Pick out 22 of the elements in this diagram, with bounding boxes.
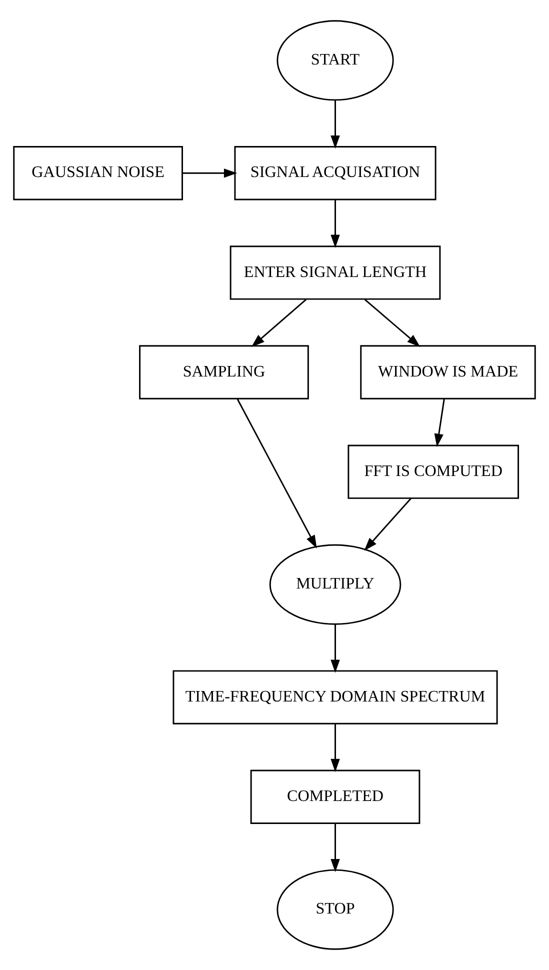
arrow: [330, 200, 340, 248]
node-box: SAMPLING: [139, 345, 309, 400]
node-box: ENTER SIGNAL LENGTH: [230, 246, 441, 300]
arrow: [330, 724, 340, 772]
node-box: COMPLETED: [250, 770, 420, 824]
arrow: [364, 498, 412, 551]
node-ellipse: STOP: [276, 869, 394, 950]
arrow: [251, 299, 306, 348]
arrow: [434, 399, 445, 447]
arrow: [330, 823, 340, 872]
node-box: FFT IS COMPUTED: [348, 444, 520, 499]
node-box: SIGNAL ACQUISATION: [234, 146, 436, 200]
arrow: [364, 299, 420, 348]
node-ellipse: MULTIPLY: [269, 544, 402, 625]
node-box: TIME-FREQUENCY DOMAIN SPECTRUM: [172, 670, 498, 724]
node-ellipse: START: [276, 20, 394, 101]
arrow: [330, 100, 340, 149]
arrow: [330, 624, 340, 673]
arrow: [236, 398, 317, 548]
node-box: GAUSSIAN NOISE: [13, 146, 183, 200]
node-box: WINDOW IS MADE: [360, 345, 536, 400]
arrow: [182, 168, 238, 178]
